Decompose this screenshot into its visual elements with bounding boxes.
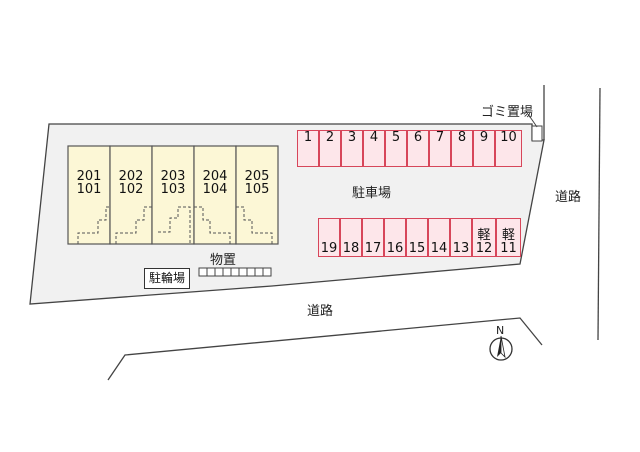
parking-space-7: 7	[429, 130, 451, 167]
unit-label-105: 105	[244, 182, 270, 197]
unit-block	[109, 145, 153, 245]
garbage-leader-line	[527, 113, 538, 128]
unit-label-201: 201	[76, 169, 102, 184]
storage-sheds	[198, 267, 272, 277]
unit-block	[235, 145, 279, 245]
parking-space-17: 17	[362, 218, 384, 257]
building	[67, 145, 279, 245]
parking-space-6: 6	[407, 130, 429, 167]
garbage-station-label: ゴミ置場	[481, 105, 534, 120]
storage-label: 物置	[210, 253, 237, 268]
parking-space-8: 8	[451, 130, 473, 167]
unit-block	[193, 145, 237, 245]
east-road-label: 道路	[555, 190, 582, 205]
unit-label-203: 203	[160, 169, 186, 184]
bicycle-parking-label: 駐輪場	[144, 268, 190, 289]
unit-label-204: 204	[202, 169, 228, 184]
parking-space-9: 9	[473, 130, 495, 167]
garbage-station-box	[531, 125, 543, 142]
unit-label-202: 202	[118, 169, 144, 184]
parking-space-19: 19	[318, 218, 340, 257]
parking-space-15: 15	[406, 218, 428, 257]
north-compass	[489, 335, 513, 361]
parking-space-18: 18	[340, 218, 362, 257]
south-road-label: 道路	[307, 304, 334, 319]
parking-label: 駐車場	[352, 186, 392, 201]
unit-label-103: 103	[160, 182, 186, 197]
parking-space-10: 10	[495, 130, 522, 167]
parking-space-3: 3	[341, 130, 363, 167]
compass-north-label: N	[496, 324, 505, 337]
parking-space-4: 4	[363, 130, 385, 167]
unit-label-102: 102	[118, 182, 144, 197]
parking-space-14: 14	[428, 218, 450, 257]
parking-space-2: 2	[319, 130, 341, 167]
unit-label-104: 104	[202, 182, 228, 197]
unit-label-205: 205	[244, 169, 270, 184]
unit-block	[67, 145, 111, 245]
parking-space-5: 5	[385, 130, 407, 167]
east-road-edge-right	[597, 87, 601, 341]
unit-label-101: 101	[76, 182, 102, 197]
parking-space-1: 1	[297, 130, 319, 167]
south-road-edge	[107, 317, 543, 381]
parking-space-13: 13	[450, 218, 472, 257]
parking-space-16: 16	[384, 218, 406, 257]
